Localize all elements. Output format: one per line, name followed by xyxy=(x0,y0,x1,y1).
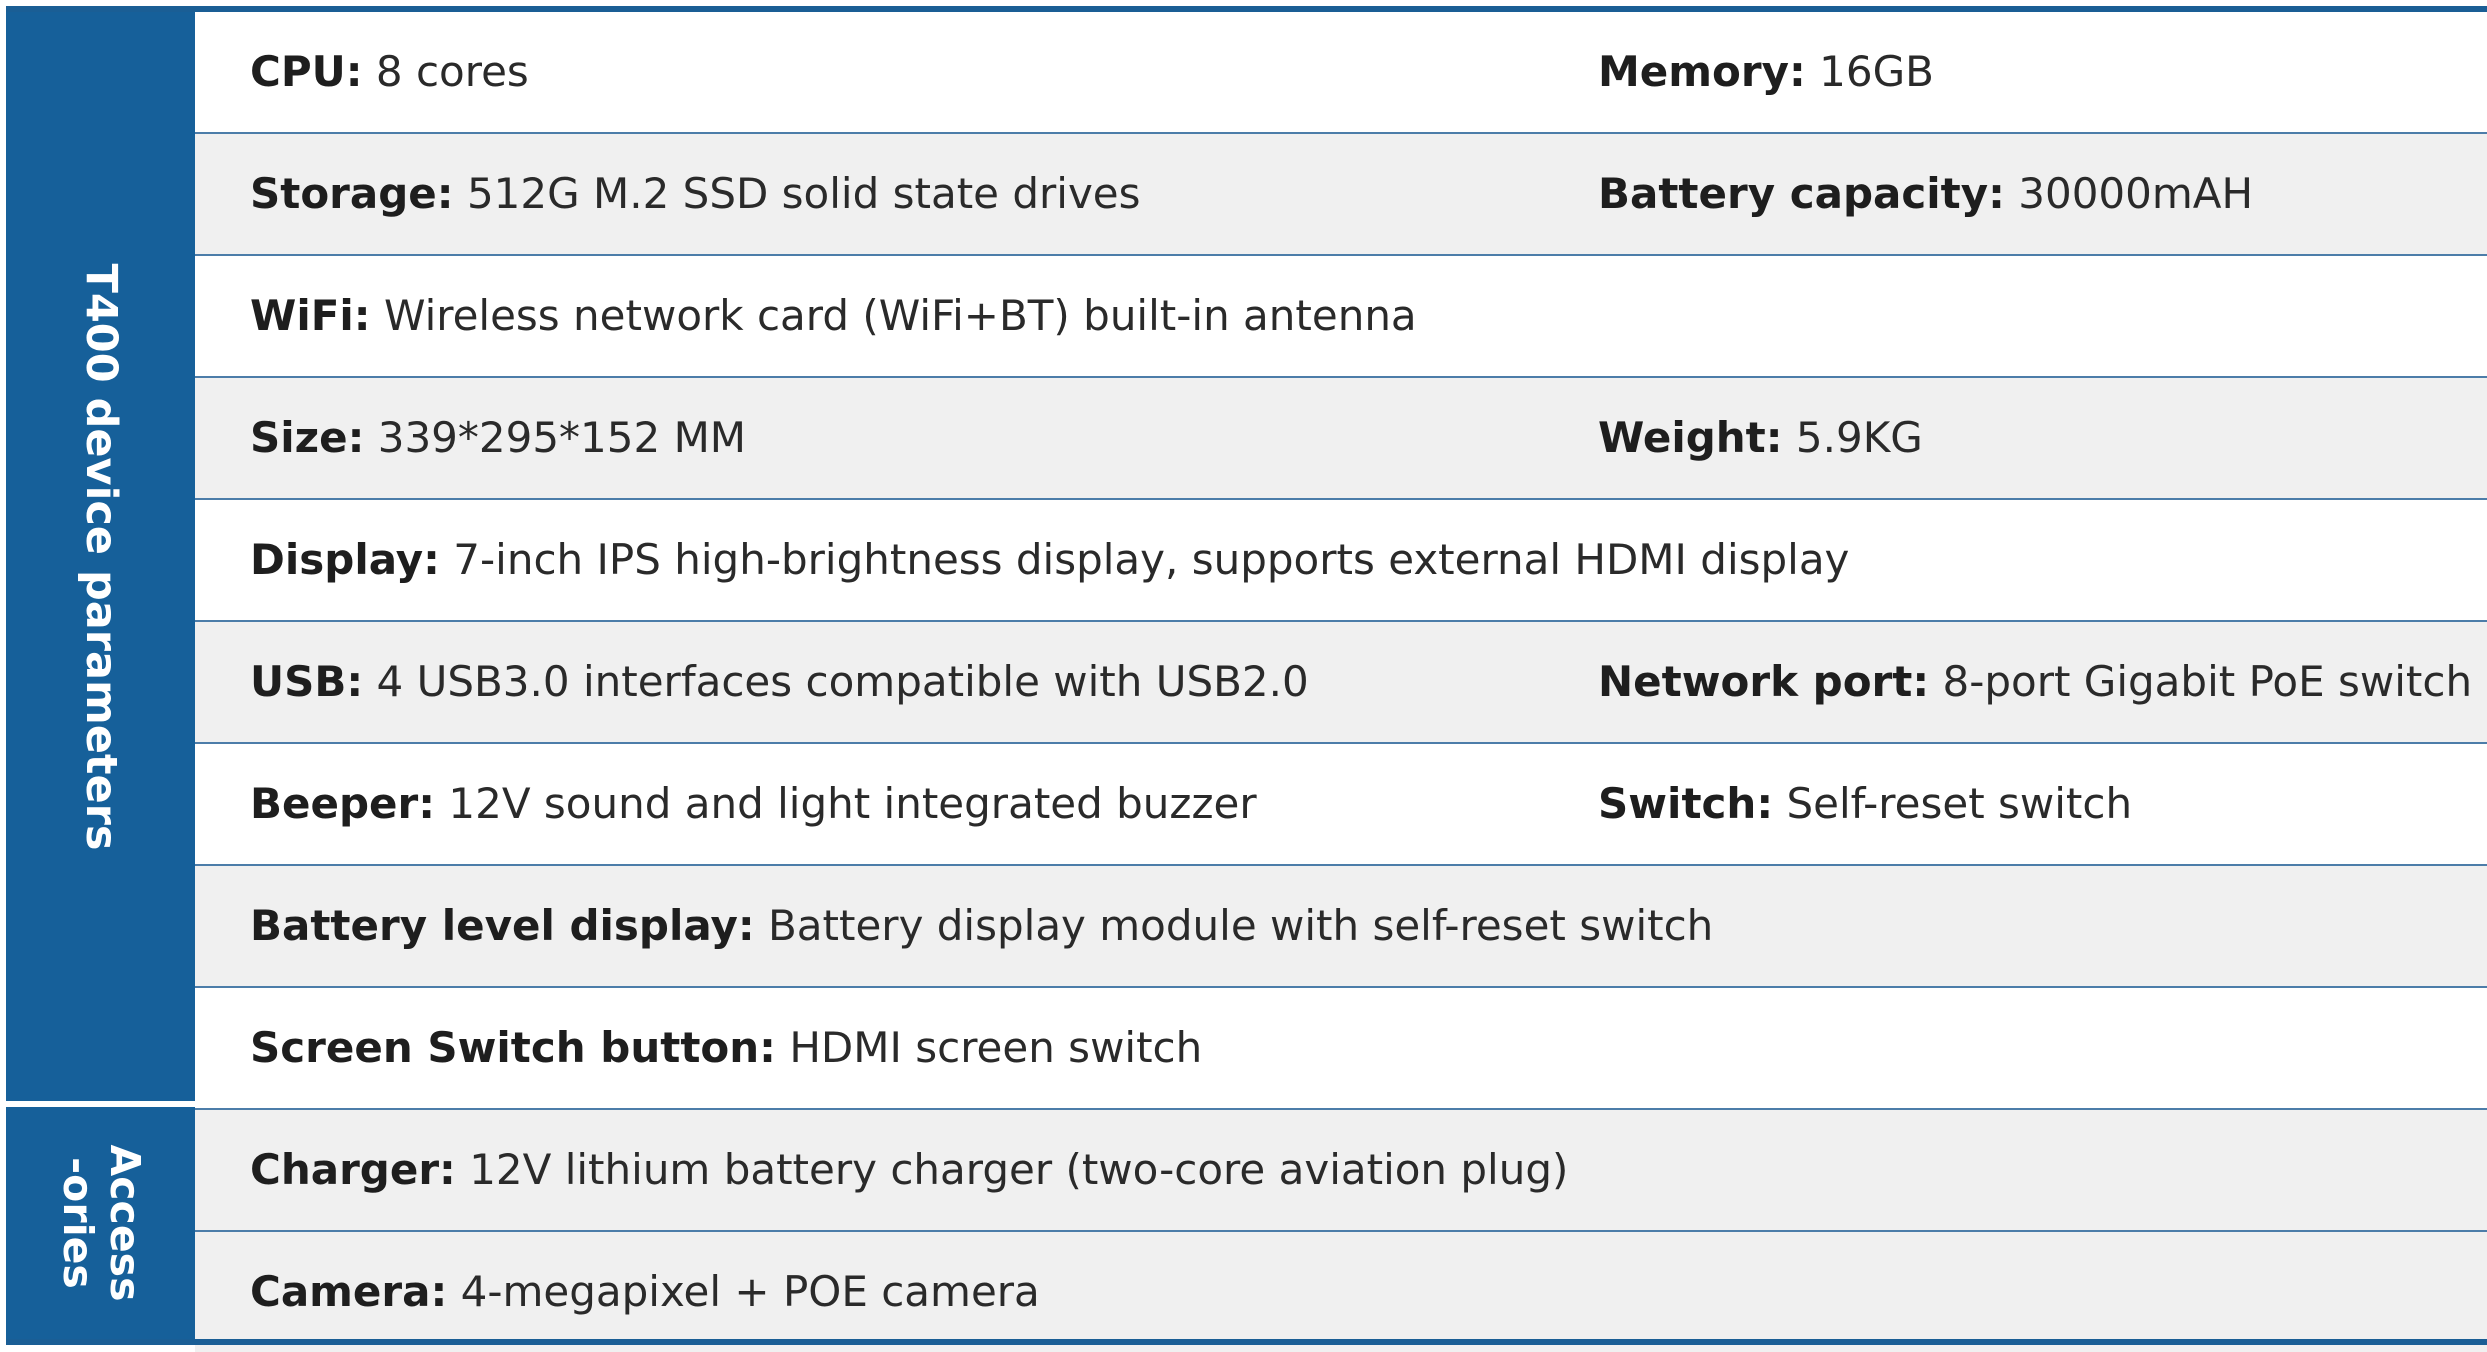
spec-cell-cpu: CPU: 8 cores xyxy=(250,12,529,132)
spec-row-storage-battery: Storage: 512G M.2 SSD solid state drives… xyxy=(195,134,2487,256)
spec-rows: CPU: 8 cores Memory: 16GB Storage: 512G … xyxy=(195,12,2487,1352)
spec-value: 5.9KG xyxy=(1782,413,1923,462)
spec-value: Wireless network card (WiFi+BT) built-in… xyxy=(370,291,1417,340)
spec-label: Storage: xyxy=(250,169,454,218)
spec-row-battery-level: Battery level display: Battery display m… xyxy=(195,866,2487,988)
section-accessories-label: Access -ories xyxy=(53,1144,149,1302)
spec-row-wifi: WiFi: Wireless network card (WiFi+BT) bu… xyxy=(195,256,2487,378)
spec-cell-beeper: Beeper: 12V sound and light integrated b… xyxy=(250,744,1257,864)
spec-label: CPU: xyxy=(250,47,363,96)
spec-label: Camera: xyxy=(250,1267,448,1316)
spec-value: 4 USB3.0 interfaces compatible with USB2… xyxy=(363,657,1309,706)
spec-value: 4-megapixel + POE camera xyxy=(447,1267,1040,1316)
spec-value: Battery display module with self-reset s… xyxy=(754,901,1714,950)
spec-label: Display: xyxy=(250,535,440,584)
top-rule xyxy=(6,6,2487,12)
spec-cell-network-port: Network port: 8-port Gigabit PoE switch xyxy=(1598,622,2472,742)
spec-label: Switch: xyxy=(1598,779,1774,828)
spec-row-camera: Camera: 4-megapixel + POE camera xyxy=(195,1232,2487,1352)
spec-cell-memory: Memory: 16GB xyxy=(1598,12,1934,132)
spec-label: Charger: xyxy=(250,1145,456,1194)
spec-label: USB: xyxy=(250,657,364,706)
spec-value: 512G M.2 SSD solid state drives xyxy=(453,169,1141,218)
spec-row-charger: Charger: 12V lithium battery charger (tw… xyxy=(195,1110,2487,1232)
spec-cell-wifi: WiFi: Wireless network card (WiFi+BT) bu… xyxy=(250,256,1417,376)
spec-cell-storage: Storage: 512G M.2 SSD solid state drives xyxy=(250,134,1141,254)
section-parameters: T400 device parameters xyxy=(6,12,195,1101)
spec-cell-switch: Switch: Self-reset switch xyxy=(1598,744,2132,864)
section-divider xyxy=(6,1101,195,1107)
spec-value: Self-reset switch xyxy=(1773,779,2133,828)
spec-label: Size: xyxy=(250,413,365,462)
spec-row-beeper-switch: Beeper: 12V sound and light integrated b… xyxy=(195,744,2487,866)
spec-cell-weight: Weight: 5.9KG xyxy=(1598,378,1923,498)
spec-value: HDMI screen switch xyxy=(775,1023,1203,1072)
spec-row-display: Display: 7-inch IPS high-brightness disp… xyxy=(195,500,2487,622)
spec-cell-display: Display: 7-inch IPS high-brightness disp… xyxy=(250,500,1849,620)
spec-value: 12V sound and light integrated buzzer xyxy=(435,779,1257,828)
spec-cell-charger: Charger: 12V lithium battery charger (tw… xyxy=(250,1110,1568,1230)
spec-row-screen-switch: Screen Switch button: HDMI screen switch xyxy=(195,988,2487,1110)
spec-label: Memory: xyxy=(1598,47,1806,96)
spec-cell-screen-switch: Screen Switch button: HDMI screen switch xyxy=(250,988,1202,1108)
spec-label: Battery level display: xyxy=(250,901,755,950)
spec-label: Network port: xyxy=(1598,657,1930,706)
spec-label: Beeper: xyxy=(250,779,436,828)
spec-cell-usb: USB: 4 USB3.0 interfaces compatible with… xyxy=(250,622,1309,742)
spec-cell-battery-capacity: Battery capacity: 30000mAH xyxy=(1598,134,2253,254)
section-parameters-label: T400 device parameters xyxy=(75,263,126,850)
spec-value: 8 cores xyxy=(362,47,529,96)
spec-value: 7-inch IPS high-brightness display, supp… xyxy=(439,535,1850,584)
spec-cell-size: Size: 339*295*152 MM xyxy=(250,378,746,498)
spec-value: 30000mAH xyxy=(2004,169,2254,218)
section-accessories: Access -ories xyxy=(6,1107,195,1339)
spec-row-cpu-memory: CPU: 8 cores Memory: 16GB xyxy=(195,12,2487,134)
spec-value: 8-port Gigabit PoE switch xyxy=(1929,657,2473,706)
spec-label: Weight: xyxy=(1598,413,1783,462)
spec-value: 12V lithium battery charger (two-core av… xyxy=(455,1145,1569,1194)
spec-row-usb-network: USB: 4 USB3.0 interfaces compatible with… xyxy=(195,622,2487,744)
spec-value: 16GB xyxy=(1805,47,1934,96)
bottom-rule xyxy=(6,1339,2487,1345)
spec-cell-camera: Camera: 4-megapixel + POE camera xyxy=(250,1232,1040,1352)
spec-row-size-weight: Size: 339*295*152 MM Weight: 5.9KG xyxy=(195,378,2487,500)
spec-label: Battery capacity: xyxy=(1598,169,2005,218)
spec-label: Screen Switch button: xyxy=(250,1023,776,1072)
spec-cell-battery-level: Battery level display: Battery display m… xyxy=(250,866,1713,986)
spec-value: 339*295*152 MM xyxy=(364,413,747,462)
spec-label: WiFi: xyxy=(250,291,371,340)
